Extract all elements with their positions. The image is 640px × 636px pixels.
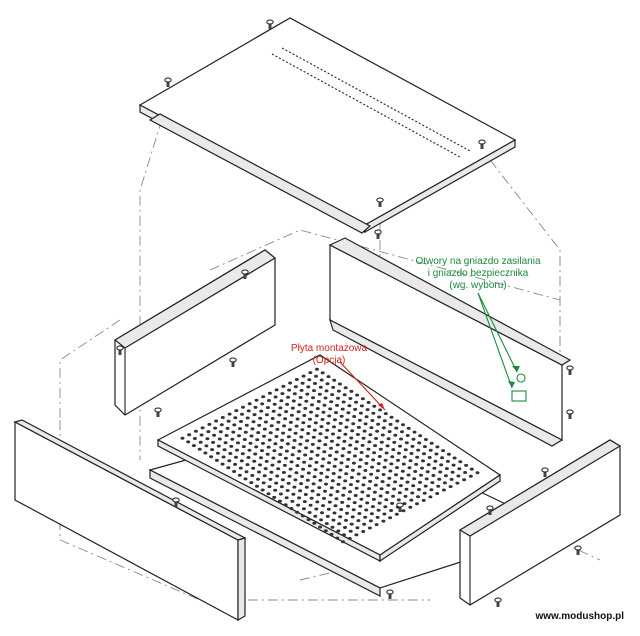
footer-url: www.modushop.pl	[535, 611, 624, 622]
screw-icon	[116, 345, 124, 355]
right-side-panel	[458, 439, 622, 606]
front-panel	[13, 419, 247, 622]
perforation-grid	[180, 367, 480, 544]
plate-annotation: Płyta montażowa (Opcja)	[284, 343, 374, 367]
annotation-arrows	[339, 292, 520, 411]
screw-icon	[374, 229, 382, 239]
screw-icon	[566, 365, 574, 375]
left-side-panel	[113, 249, 277, 416]
screw-icon	[386, 589, 394, 599]
screw-icon	[494, 597, 502, 607]
mounting-plate	[156, 354, 502, 563]
screw-icon	[266, 19, 274, 29]
plate-annotation-line-1: Płyta montażowa	[290, 343, 368, 354]
screw-icon	[229, 357, 237, 367]
rear-panel	[328, 237, 572, 447]
holes-annotation-line-3: (wg. wyboru)	[449, 280, 507, 291]
top-cover	[138, 17, 517, 234]
fuse-hole-icon	[516, 373, 526, 383]
screw-icon	[164, 77, 172, 87]
plate-annotation-line-2: (Opcja)	[312, 355, 346, 366]
screw-icon	[396, 502, 404, 512]
holes-annotation-line-2: i gniazdo bezpiecznika	[427, 268, 529, 279]
holes-annotation: Otwory na gniazdo zasilania i gniazdo be…	[408, 256, 548, 292]
screw-icon	[241, 269, 249, 279]
screw-icon	[566, 409, 574, 419]
screw-icon	[574, 545, 582, 555]
power-socket-hole-icon	[511, 390, 527, 402]
screws	[116, 19, 582, 607]
screw-icon	[154, 407, 162, 417]
screw-icon	[541, 467, 549, 477]
screw-icon	[478, 139, 486, 149]
holes-annotation-line-1: Otwory na gniazdo zasilania	[415, 256, 541, 267]
screw-icon	[172, 497, 180, 507]
screw-icon	[376, 197, 384, 207]
screw-icon	[486, 505, 494, 515]
